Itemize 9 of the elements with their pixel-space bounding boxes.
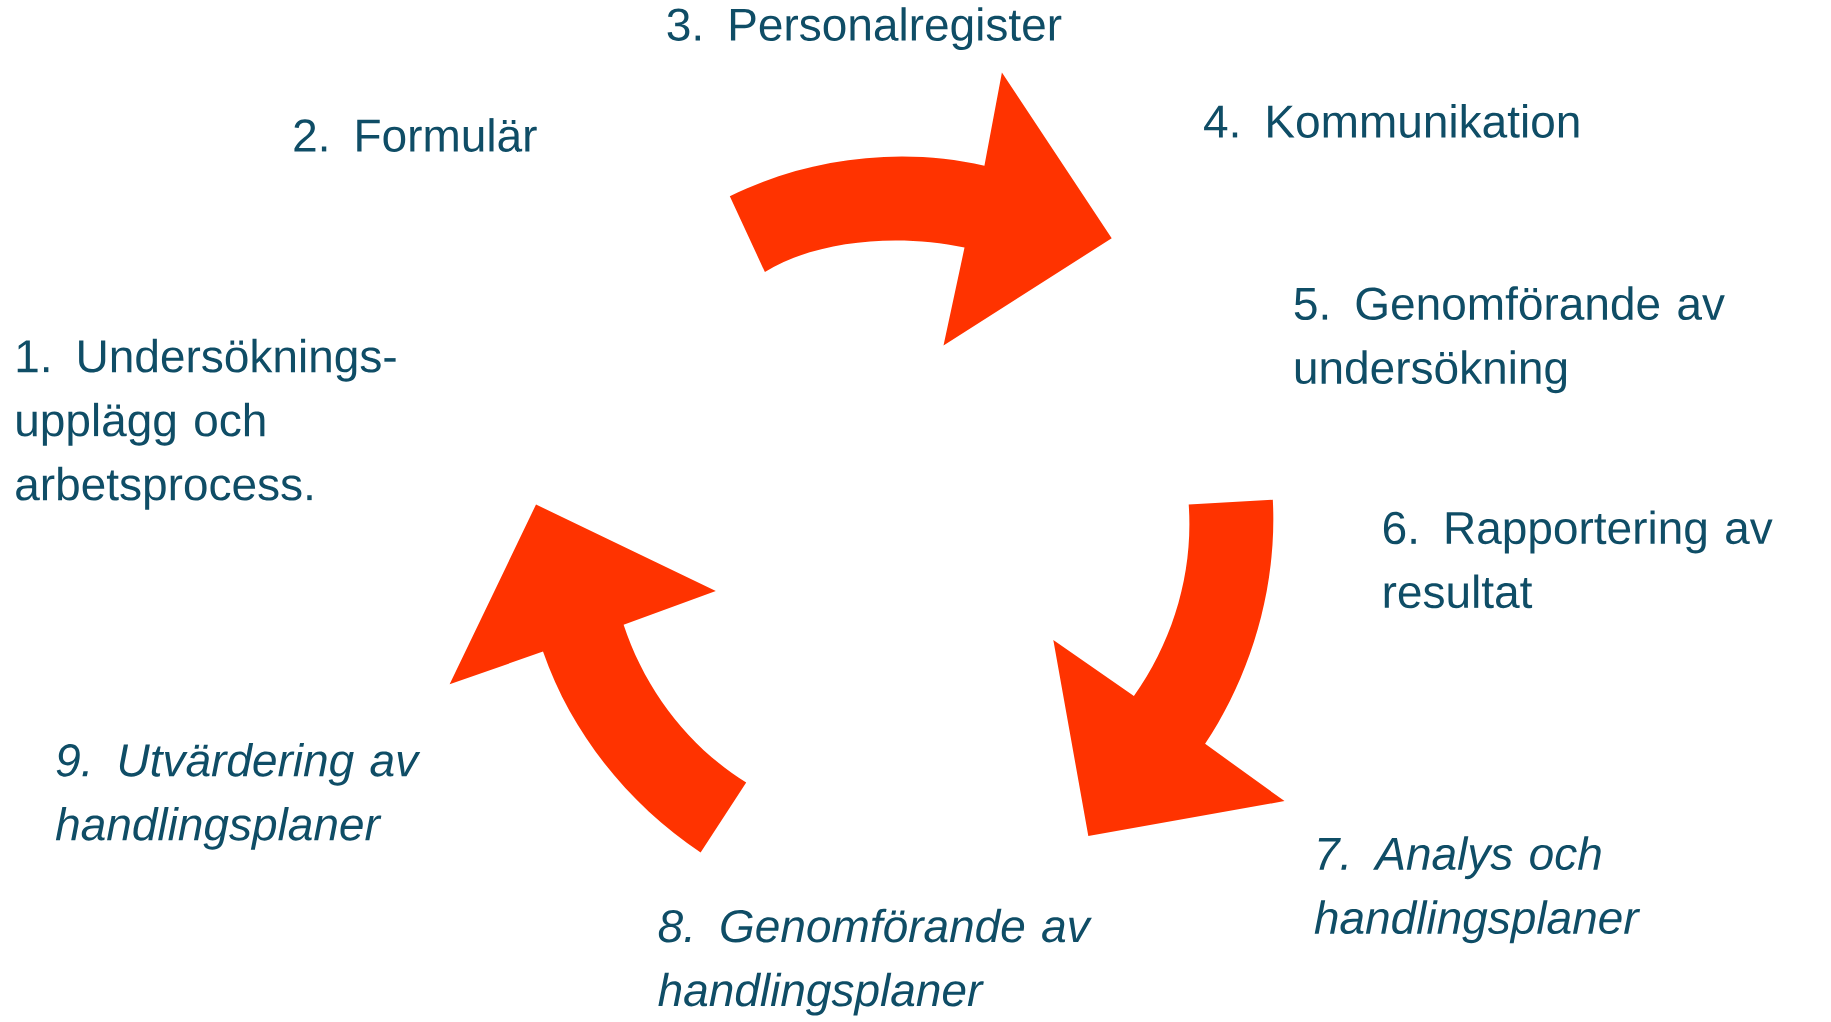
step-label: 3. Personalregister [667,7,1062,51]
step-label: 8. Genomförande av handlingsplaner [658,908,1092,1016]
step-label: 9. Utvärdering av handlingsplaner [55,742,421,850]
step-label: 7. Analys och handlingsplaner [1314,836,1641,944]
step-label: 1. Undersöknings- upplägg och arbetsprocess. [16,338,396,510]
step-label: 4. Kommunikation [1204,104,1579,138]
step-label: 6. Rapportering av resultat [1383,510,1773,609]
step-label: 2. Formulär [294,118,537,152]
step-label: 5. Genomförande av undersökning [1294,286,1725,394]
